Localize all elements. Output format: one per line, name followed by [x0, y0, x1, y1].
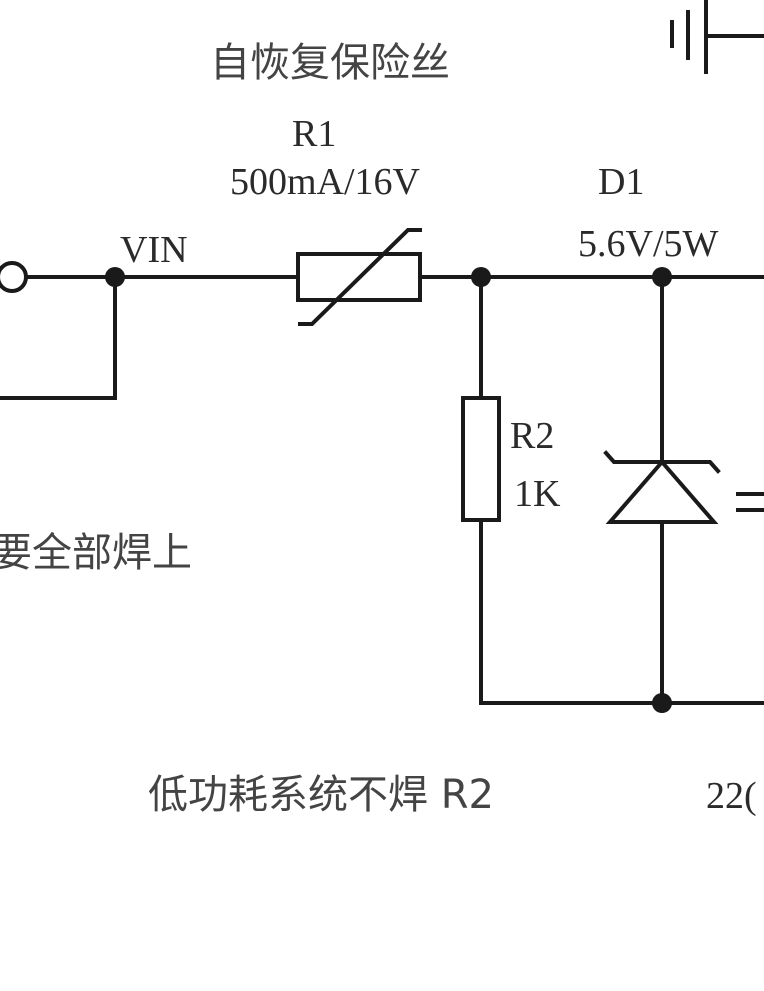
- r2-name-label: R2: [510, 415, 554, 457]
- r1-value-label: 500mA/16V: [230, 161, 421, 203]
- r2-resistor: [461, 396, 501, 522]
- r1-ptc-fuse: [296, 228, 422, 326]
- bottom-right-partial-label: 22(: [706, 775, 757, 817]
- vin-label: VIN: [120, 229, 188, 271]
- ground-symbol: [670, 0, 764, 74]
- junction-vin: [105, 267, 125, 287]
- d1-value-label: 5.6V/5W: [578, 223, 719, 265]
- input-terminal: [0, 261, 28, 293]
- junction-r2-top: [471, 267, 491, 287]
- fuse-title-label: 自恢复保险丝: [210, 40, 450, 86]
- r1-name-label: R1: [292, 113, 336, 155]
- d1-zener-diode: [603, 450, 721, 524]
- d1-name-label: D1: [598, 161, 644, 203]
- bottom-note-label: 低功耗系统不焊 R2: [148, 772, 494, 818]
- junction-ground: [652, 693, 672, 713]
- left-note-label: 要全部焊上: [0, 530, 192, 576]
- junction-d1-top: [652, 267, 672, 287]
- r2-value-label: 1K: [514, 473, 561, 515]
